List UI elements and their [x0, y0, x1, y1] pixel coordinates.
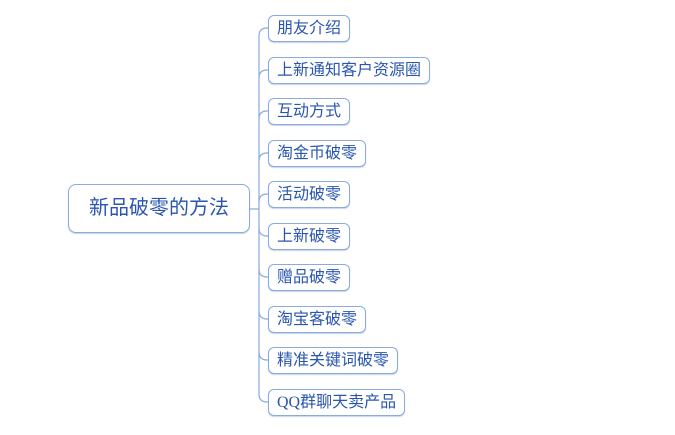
child-node-8[interactable]: 淘宝客破零	[268, 305, 367, 333]
child-node-2[interactable]: 上新通知客户资源圈	[268, 56, 431, 84]
child-node-10[interactable]: QQ群聊天卖产品	[268, 388, 406, 416]
child-node-5[interactable]: 活动破零	[268, 180, 351, 208]
child-node-1[interactable]: 朋友介绍	[268, 14, 351, 42]
root-node[interactable]: 新品破零的方法	[68, 184, 250, 233]
child-node-3[interactable]: 互动方式	[268, 97, 351, 125]
child-node-7[interactable]: 赠品破零	[268, 263, 351, 291]
child-node-4[interactable]: 淘金币破零	[268, 139, 367, 167]
child-node-6[interactable]: 上新破零	[268, 222, 351, 250]
child-node-9[interactable]: 精准关键词破零	[268, 346, 399, 374]
